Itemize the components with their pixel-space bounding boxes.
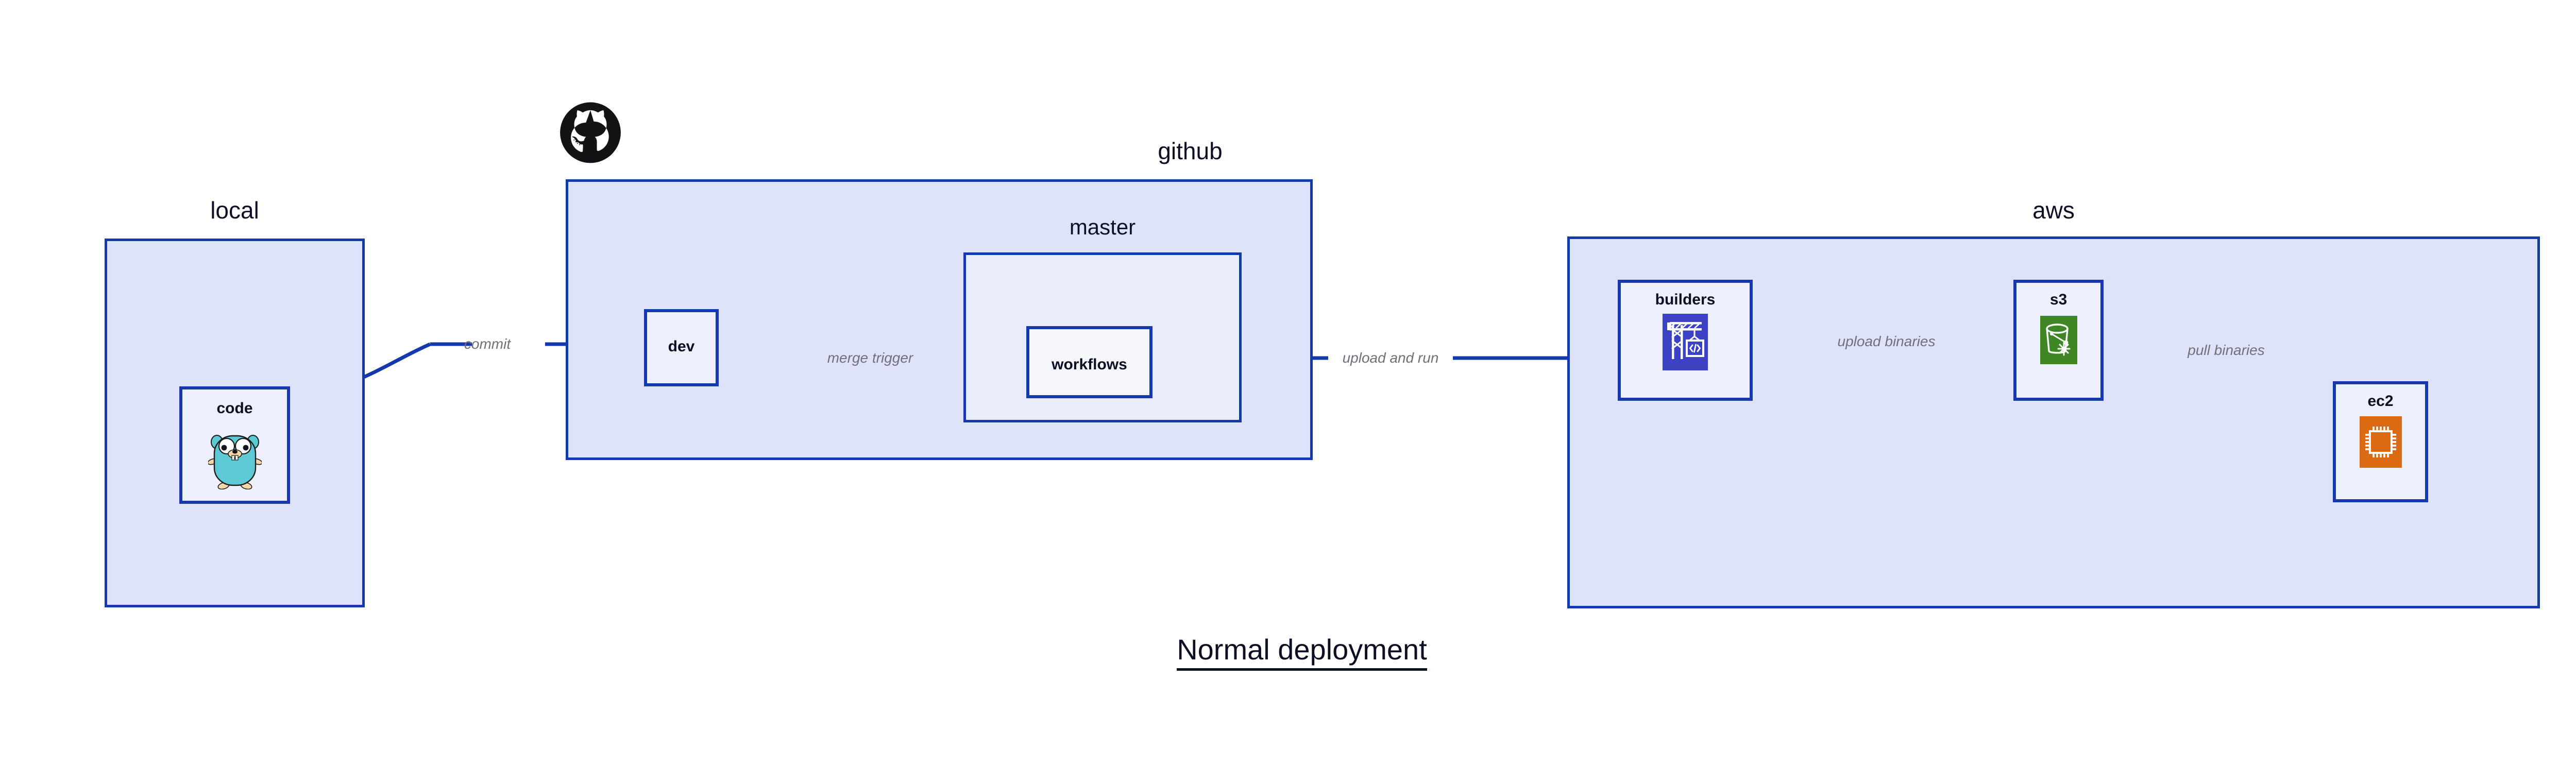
group-label-github: github	[1158, 138, 1223, 164]
node-label-code: code	[216, 400, 253, 417]
node-label-workflows: workflows	[1052, 356, 1127, 373]
group-label-local: local	[210, 197, 259, 224]
s3-glacier-icon	[2040, 316, 2077, 364]
ec2-chip-icon	[2359, 416, 2402, 468]
node-label-ec2: ec2	[2367, 393, 2394, 410]
edge-label-upload-and-run: upload and run	[1342, 350, 1439, 366]
node-code[interactable]: code	[179, 386, 290, 504]
go-gopher-icon	[208, 430, 262, 489]
node-label-builders: builders	[1655, 291, 1716, 308]
code-build-icon	[1663, 314, 1708, 370]
node-dev[interactable]: dev	[644, 309, 719, 386]
group-label-aws: aws	[2032, 197, 2075, 224]
edge-label-upload-binaries: upload binaries	[1837, 333, 1936, 349]
edge-label-pull-binaries: pull binaries	[2188, 342, 2265, 358]
node-label-dev: dev	[668, 338, 695, 355]
edge-label-commit: commit	[464, 336, 511, 352]
node-workflows[interactable]: workflows	[1026, 326, 1153, 398]
container-label-master: master	[1069, 215, 1136, 239]
node-s3[interactable]: s3	[2013, 280, 2104, 401]
node-builders[interactable]: builders	[1618, 280, 1753, 401]
node-label-s3: s3	[2049, 291, 2067, 308]
diagram-title-wrap: Normal deployment	[0, 634, 2576, 671]
edge-label-merge-trigger: merge trigger	[827, 350, 913, 366]
page-title: Normal deployment	[1177, 634, 1427, 671]
node-ec2[interactable]: ec2	[2333, 381, 2428, 502]
github-octocat-icon	[557, 101, 623, 167]
